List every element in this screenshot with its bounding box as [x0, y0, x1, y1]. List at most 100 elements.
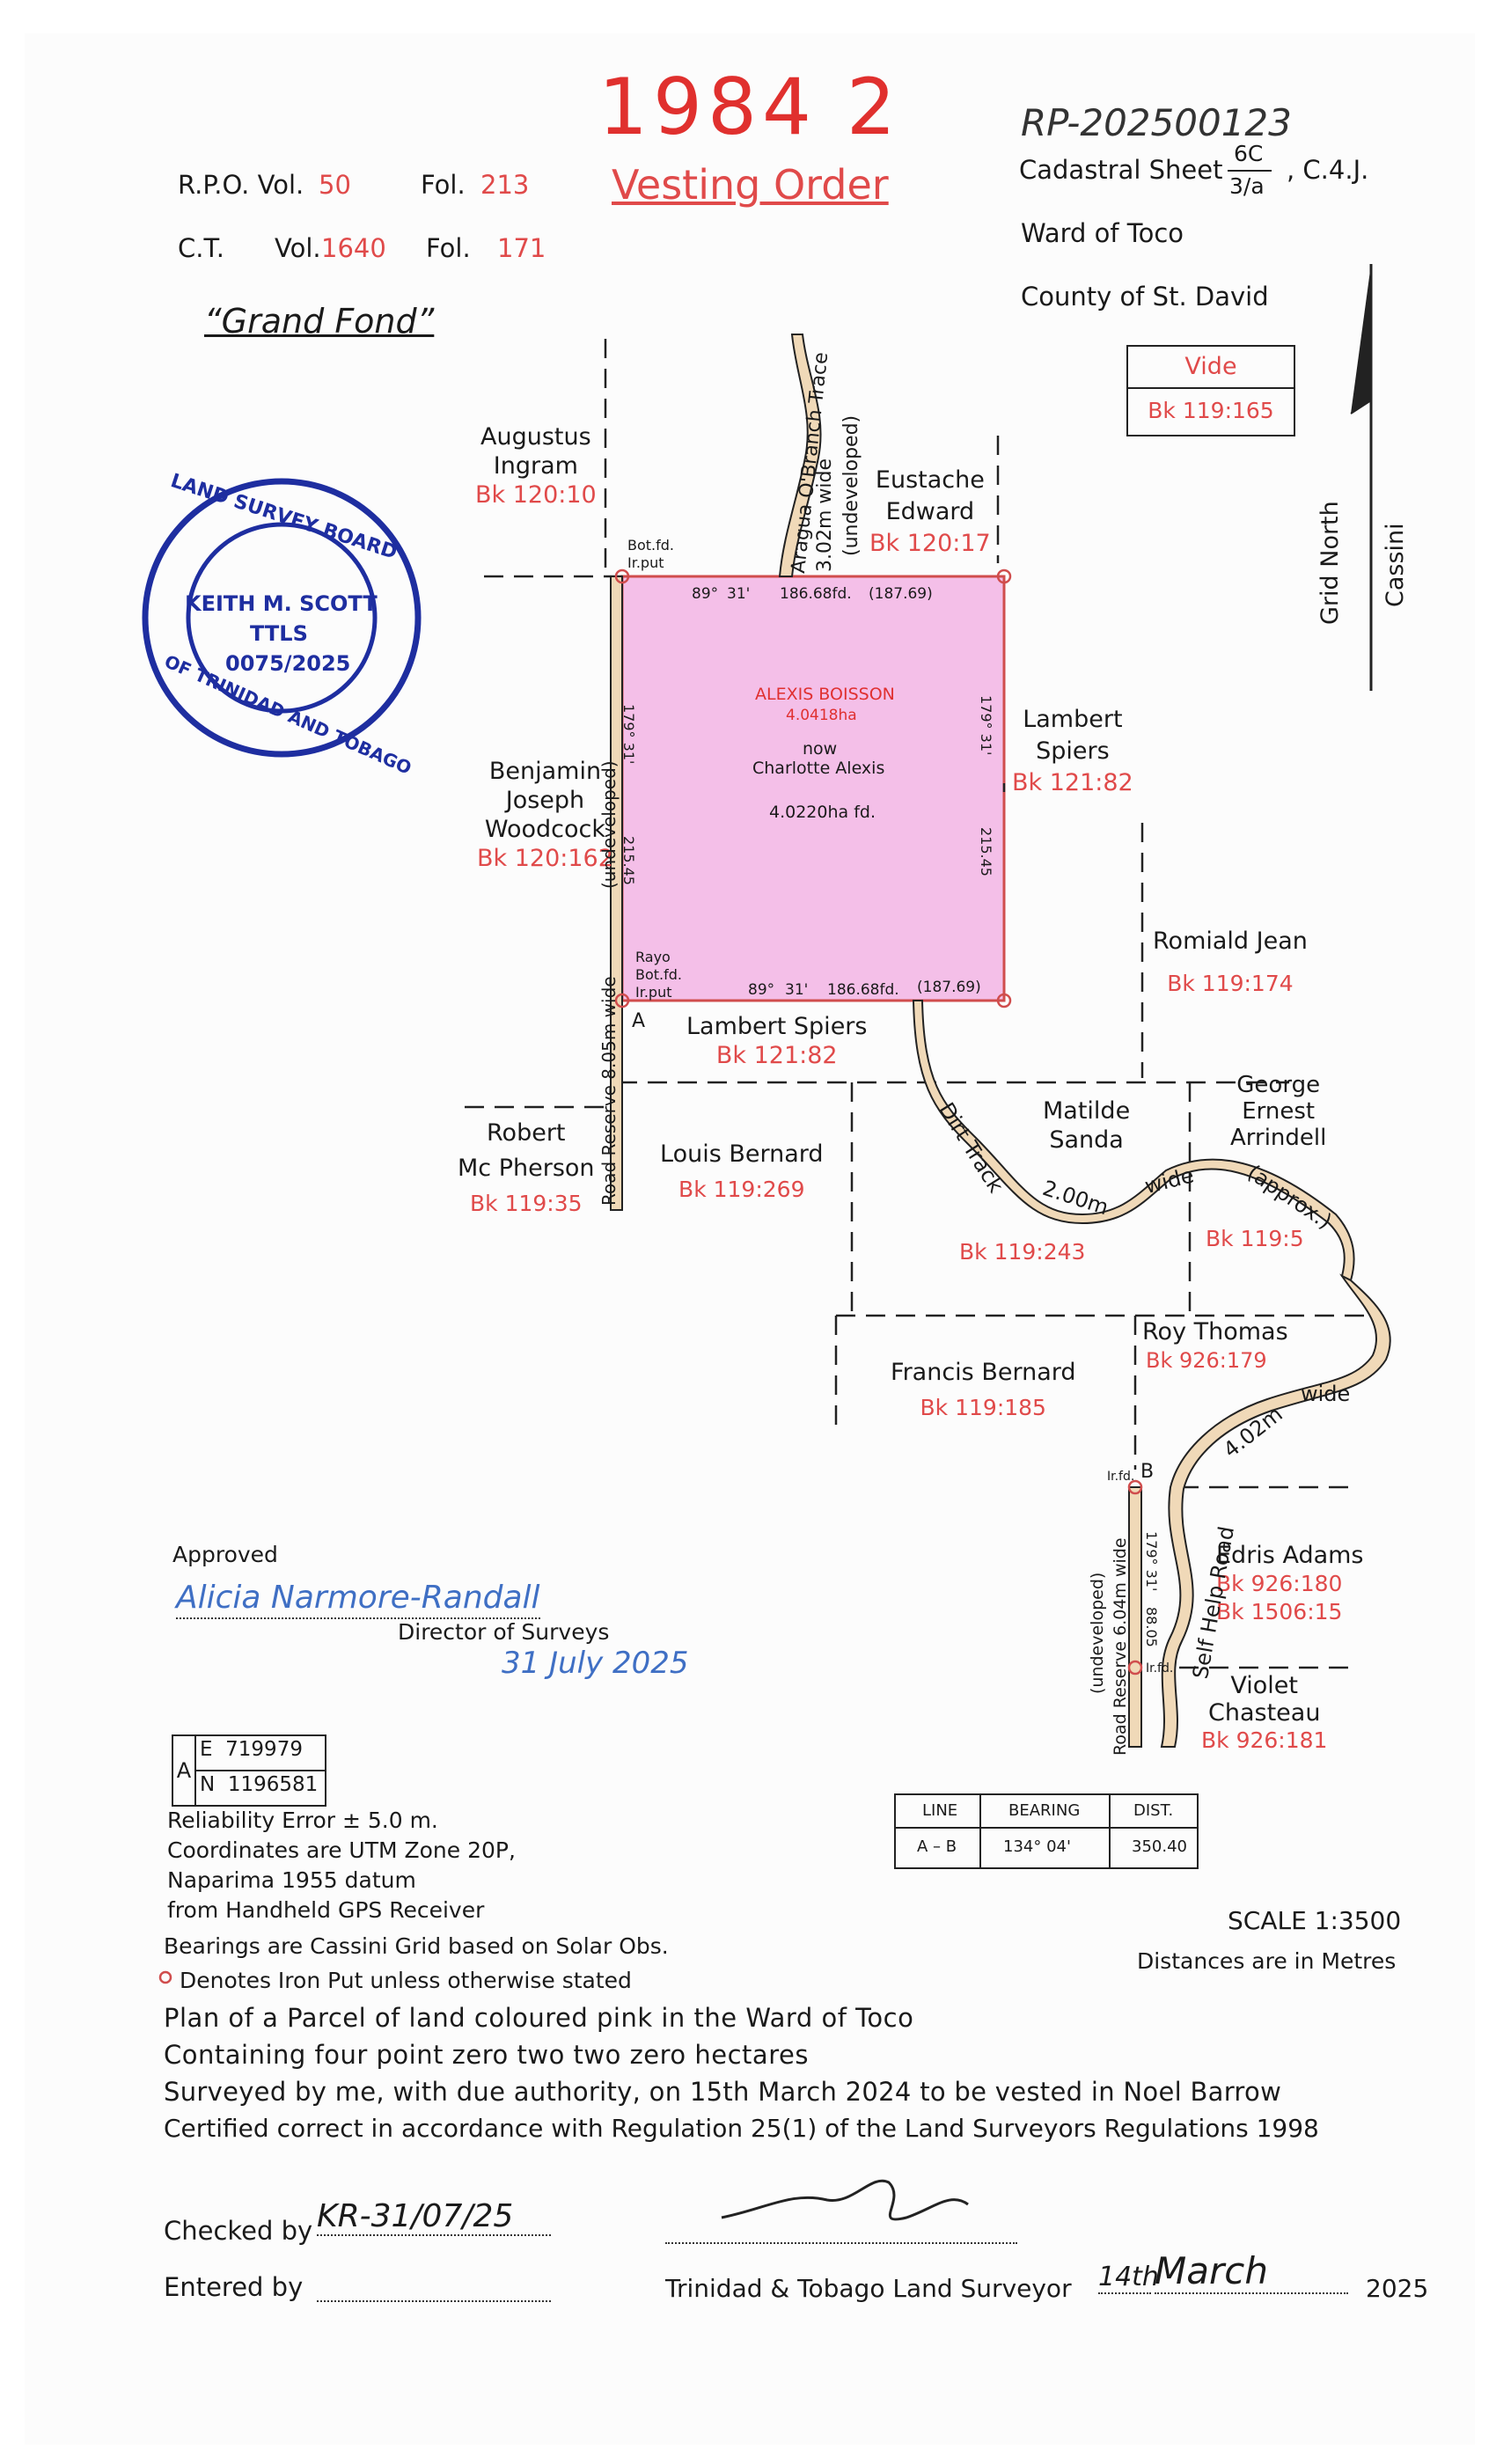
neighbour-eustache: Eustache Edward Bk 120:17 — [869, 465, 991, 560]
note-bearings: Bearings are Cassini Grid based on Solar… — [164, 1933, 669, 1959]
corner-tl-label1: Bot.fd. — [627, 537, 674, 554]
director-signature: Alicia Narmore-Randall — [176, 1580, 540, 1619]
parcel-current-owner: Charlotte Alexis — [752, 759, 885, 778]
approval-date: 31 July 2025 — [502, 1646, 689, 1681]
neighbour-name: Matilde Sanda — [1043, 1097, 1131, 1154]
neighbour-name: Violet Chasteau — [1208, 1672, 1321, 1727]
neighbour-lambert-south: Lambert Spiers Bk 121:82 — [686, 1012, 867, 1070]
north-label-cassini: Cassini — [1382, 523, 1409, 607]
neighbour-name: Francis Bernard — [891, 1359, 1076, 1386]
neighbour-name: Eustache Edward — [875, 466, 985, 525]
coord-northing: N 1196581 — [200, 1773, 319, 1796]
bottom-dist-paren: (187.69) — [917, 979, 981, 996]
date-month: March — [1155, 2249, 1348, 2294]
point-b-label: B — [1140, 1461, 1155, 1483]
cadastral-label: Cadastral Sheet — [1019, 155, 1223, 185]
neighbour-lambert-east: Lambert Spiers Bk 121:82 — [1012, 704, 1133, 799]
neighbour-romiald: Romiald Jean Bk 119:174 — [1153, 920, 1308, 1005]
note-reliability: Reliability Error ± 5.0 m. — [167, 1808, 438, 1833]
parcel-area — [620, 575, 1006, 1002]
stamp-title: TTLS — [250, 621, 308, 646]
neighbour-matilde: Matilde Sanda — [1043, 1096, 1130, 1155]
neighbour-mcpherson: Robert Mc Pherson Bk 119:35 — [458, 1116, 595, 1221]
cert-line2: Containing four point zero two two zero … — [164, 2040, 809, 2070]
line-table: LINE BEARING DIST. A – B 134° 04' 350.40 — [894, 1793, 1199, 1869]
reserve-right-status: (undeveloped) — [1088, 1572, 1107, 1694]
irfd-label-top: Ir.fd. — [1107, 1470, 1135, 1484]
note-datum: Naparima 1955 datum — [167, 1867, 416, 1893]
neighbour-name: Louis Bernard — [660, 1140, 824, 1168]
cadastral-bottom: 3/a — [1229, 173, 1265, 199]
checked-label: Checked by — [164, 2216, 313, 2246]
vide-label: Vide — [1184, 353, 1237, 380]
ct-vol: 1640 — [321, 233, 386, 263]
line-table-cell-bearing: 134° 04' — [1003, 1837, 1071, 1856]
date-year: 2025 — [1366, 2274, 1429, 2303]
neighbour-boundaries — [465, 339, 1377, 1669]
rpo-vol: 50 — [319, 170, 351, 200]
neighbour-francis: Francis Bernard Bk 119:185 — [891, 1355, 1076, 1426]
neighbour-name: Benjamin Joseph Woodcock — [484, 758, 606, 843]
neighbour-ref: Bk 120:10 — [475, 481, 597, 509]
top-bearing-deg: 89° — [692, 585, 719, 603]
right-reserve-bearing: 179° 31' — [1143, 1531, 1160, 1592]
approved-label: Approved — [172, 1542, 278, 1567]
cert-line1: Plan of a Parcel of land coloured pink i… — [164, 2003, 914, 2033]
right-bearing: 179° 31' — [978, 695, 994, 756]
cert-line4: Certified correct in accordance with Reg… — [164, 2114, 1319, 2143]
estate-name: “Grand Fond” — [204, 302, 435, 341]
self-help-road — [1160, 1273, 1391, 1748]
parcel-now-label: now — [803, 739, 838, 759]
ward-label: Ward of Toco — [1021, 218, 1184, 248]
ct-vol-label: Vol. — [275, 233, 321, 263]
north-arrow-icon — [1350, 264, 1373, 691]
top-dist-paren: (187.69) — [869, 585, 933, 603]
neighbour-ref: Bk 120:17 — [869, 530, 991, 557]
top-dist: 186.68fd. — [780, 585, 852, 603]
neighbour-ref: Bk 120:162 — [477, 845, 613, 872]
neighbour-ref: Bk 119:269 — [678, 1177, 805, 1202]
neighbour-ref: Bk 926:181 — [1201, 1727, 1328, 1753]
corner-bl-label2: Bot.fd. — [635, 966, 682, 983]
neighbour-name: Lambert Spiers — [686, 1013, 868, 1040]
entered-value — [317, 2276, 551, 2302]
neighbour-ref: Bk 119:35 — [470, 1191, 583, 1216]
trace-width-label: 3.02m wide — [814, 458, 836, 572]
corner-bl-label3: Ir.put — [635, 984, 672, 1001]
scale-label: SCALE 1:3500 — [1228, 1906, 1402, 1935]
parcel-found-area: 4.0220ha fd. — [769, 803, 876, 822]
neighbour-louis: Louis Bernard Bk 119:269 — [660, 1137, 824, 1207]
note-source: from Handheld GPS Receiver — [167, 1897, 485, 1923]
right-reserve-dist: 88.05 — [1143, 1607, 1160, 1647]
reference-number: RP-202500123 — [1021, 101, 1292, 144]
point-a-label: A — [632, 1010, 646, 1032]
neighbour-ref: Bk 121:82 — [715, 1042, 838, 1069]
cadastral-top: 6C — [1234, 141, 1264, 166]
rpo-fol: 213 — [480, 170, 530, 200]
neighbour-arrindell: George Ernest Arrindell — [1230, 1072, 1326, 1151]
iron-put-markers — [614, 568, 1143, 1676]
neighbour-ref: Bk 119:185 — [920, 1395, 1046, 1420]
land-survey-board-stamp — [142, 478, 422, 758]
neighbour-augustus: Augustus Ingram Bk 120:10 — [475, 422, 597, 510]
reserve-left-label: Road Reserve 8.05m wide — [598, 976, 620, 1206]
neighbour-arrindell-ref: Bk 119:5 — [1206, 1226, 1304, 1251]
note-utm: Coordinates are UTM Zone 20P, — [167, 1837, 516, 1863]
neighbour-ref2: Bk 1506:15 — [1216, 1599, 1343, 1624]
date-day: 14th — [1098, 2262, 1159, 2294]
neighbour-name: Roy Thomas — [1142, 1318, 1288, 1346]
surveyor-label: Trinidad & Tobago Land Surveyor — [665, 2274, 1072, 2303]
bottom-dist: 186.68fd. — [827, 981, 899, 999]
top-bearing-min: 31' — [727, 585, 751, 603]
reserve-right-label: Road Reserve 6.04m wide — [1111, 1537, 1130, 1756]
line-table-header-line: LINE — [922, 1801, 958, 1820]
cadastral-suffix: , C.4.J. — [1287, 155, 1369, 185]
neighbour-ref: Bk 926:180 — [1216, 1571, 1343, 1596]
coordinates-box: A E 719979 N 1196581 — [172, 1734, 326, 1807]
rpo-label: R.P.O. Vol. — [178, 170, 304, 200]
neighbour-matilde-ref: Bk 119:243 — [959, 1239, 1086, 1265]
road-reserve-right — [1128, 1486, 1142, 1748]
parcel-owner-area: 4.0418ha — [786, 707, 857, 724]
aragua-trace — [778, 334, 822, 577]
county-label: County of St. David — [1021, 282, 1269, 312]
